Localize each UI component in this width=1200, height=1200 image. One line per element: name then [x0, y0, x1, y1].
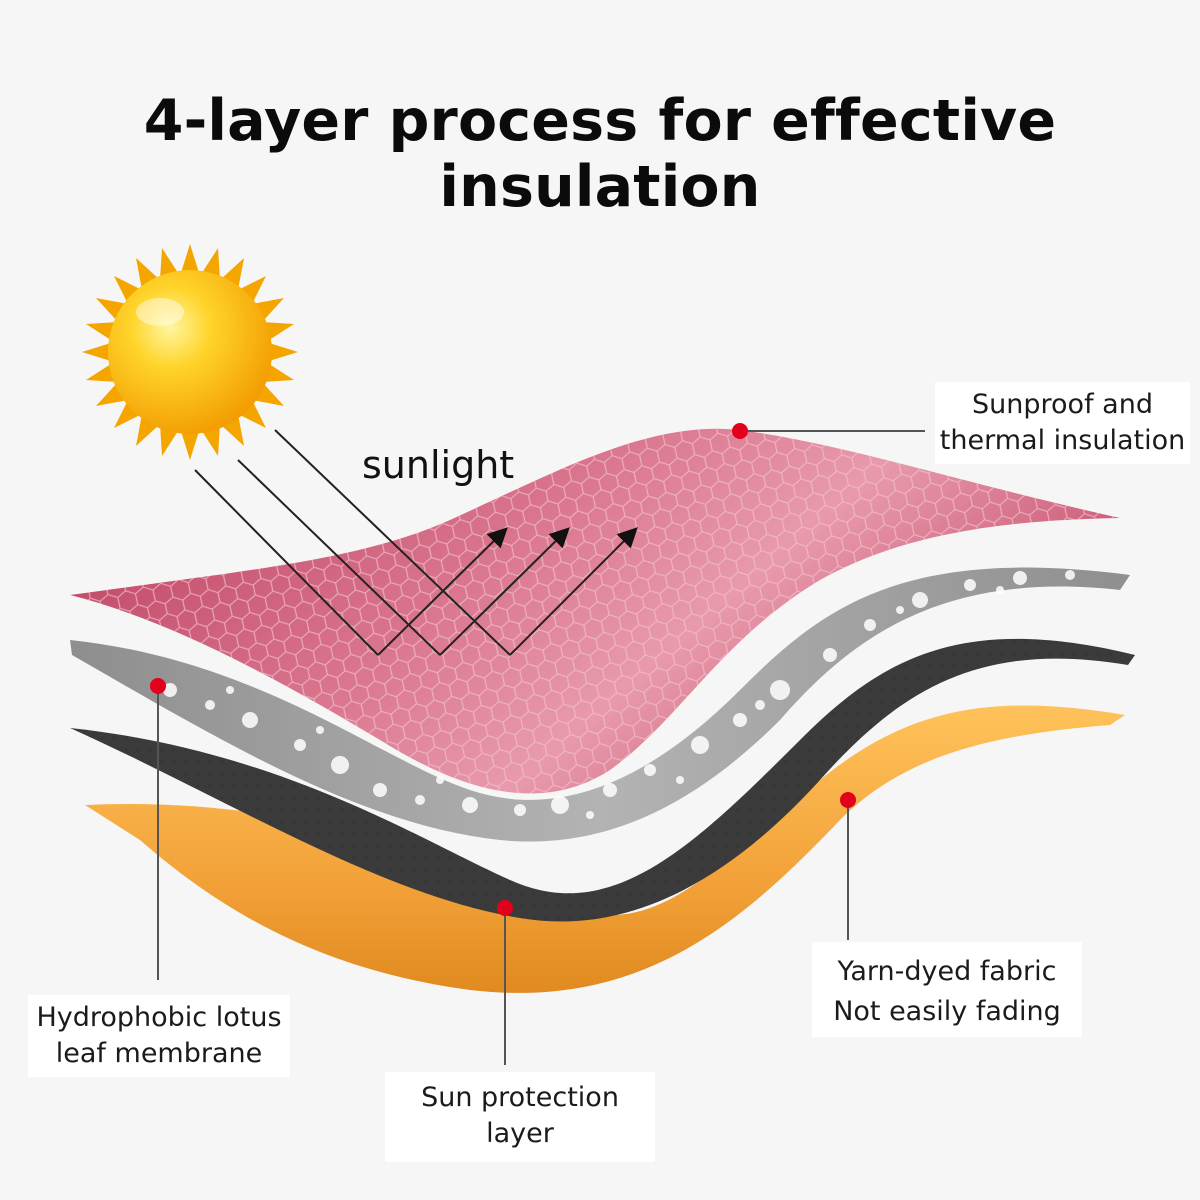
- marker-left: [150, 678, 166, 694]
- callout-sun-protection: Sun protection layer: [385, 1080, 655, 1152]
- arrow-icon: [439, 527, 570, 656]
- callout-sunproof-line2: thermal insulation: [939, 425, 1186, 456]
- callout-box-bottom: [385, 1072, 655, 1162]
- pink-layer-texture: [70, 428, 1120, 794]
- callout-hydrophobic: Hydrophobic lotus leaf membrane: [28, 1000, 290, 1072]
- callout-box-right: [812, 942, 1082, 1037]
- black-layer-texture: [70, 638, 1135, 922]
- callout-hydrophobic-line2: leaf membrane: [55, 1038, 263, 1069]
- callout-sunproof-line1: Sunproof and: [972, 389, 1153, 420]
- orange-layer: [85, 705, 1125, 993]
- sunlight-rays: [194, 429, 638, 656]
- callout-yarn-dyed-line1: Yarn-dyed fabric: [837, 956, 1057, 987]
- callout-sun-protection-line1: Sun protection: [421, 1082, 619, 1113]
- arrow-icon: [509, 527, 638, 656]
- leader-lines: [157, 430, 925, 1065]
- callout-yarn-dyed-line2: Not easily fading: [833, 996, 1061, 1027]
- callout-sunproof: Sunproof and thermal insulation: [935, 387, 1190, 459]
- sunlight-label: sunlight: [362, 443, 515, 487]
- grey-layer: [70, 567, 1130, 842]
- red-markers: [150, 423, 856, 916]
- water-droplets: [163, 570, 1075, 819]
- marker-right: [840, 792, 856, 808]
- callout-sun-protection-line2: layer: [486, 1118, 554, 1149]
- callout-box-left: [28, 995, 290, 1077]
- marker-bottom: [497, 900, 513, 916]
- sun-icon: [82, 244, 298, 460]
- callout-yarn-dyed: Yarn-dyed fabric Not easily fading: [812, 952, 1082, 1032]
- callout-box-top-right: [935, 382, 1190, 464]
- arrow-icon: [377, 527, 508, 656]
- page-title: 4-layer process for effective insulation: [143, 88, 1057, 220]
- callout-hydrophobic-line1: Hydrophobic lotus: [36, 1002, 282, 1033]
- marker-top-right: [732, 423, 748, 439]
